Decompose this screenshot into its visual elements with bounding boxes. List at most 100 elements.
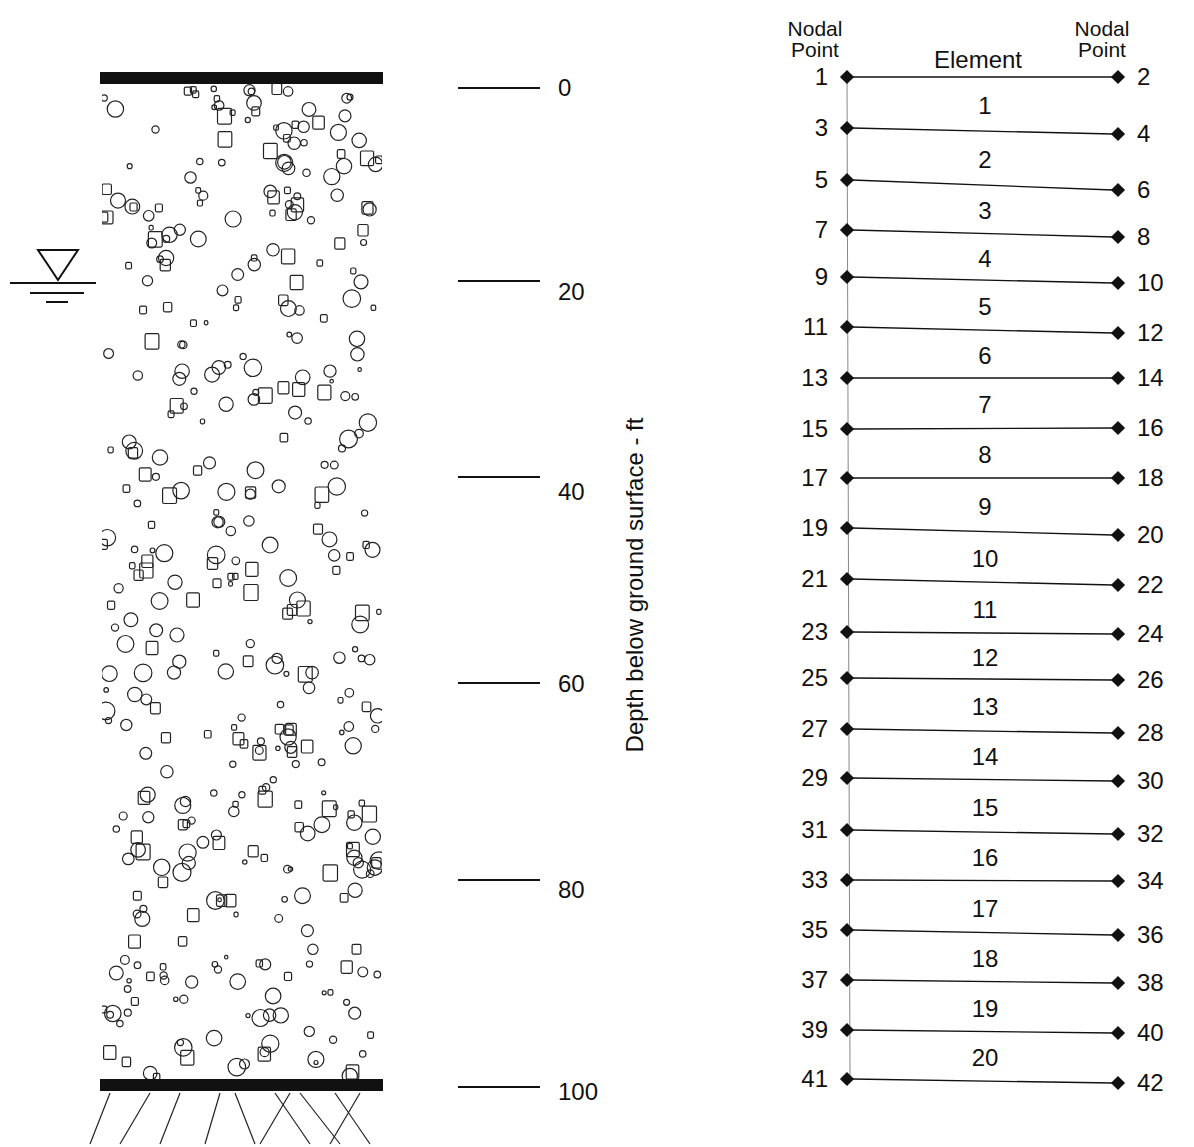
gravel-particle xyxy=(328,478,345,495)
nodal-point-marker xyxy=(840,823,854,837)
gravel-particle xyxy=(179,844,196,861)
gravel-particle xyxy=(323,865,337,881)
element-number: 12 xyxy=(972,645,999,671)
nodal-point-number: 33 xyxy=(801,867,828,893)
gravel-particle xyxy=(167,666,180,679)
nodal-point: 21 xyxy=(801,566,852,592)
gravel-particle xyxy=(355,429,364,438)
gravel-particle xyxy=(301,740,313,753)
gravel-particle xyxy=(265,988,281,1004)
nodal-point-number: 32 xyxy=(1137,821,1164,847)
gravel-particle xyxy=(292,333,303,344)
nodal-point-number: 35 xyxy=(801,917,828,943)
gravel-particle xyxy=(282,897,288,903)
nodal-point: 25 xyxy=(801,665,852,691)
gravel-particle xyxy=(368,1032,374,1039)
nodal-point-number: 25 xyxy=(801,665,828,691)
nodal-point-number: 20 xyxy=(1137,522,1164,548)
gravel-particle xyxy=(207,558,217,570)
nodal-point-number: 34 xyxy=(1137,868,1164,894)
element-number: 4 xyxy=(978,246,991,272)
nodal-point: 30 xyxy=(1113,768,1164,794)
gravel-particle xyxy=(264,143,278,158)
gravel-particle xyxy=(111,193,126,208)
gravel-particle xyxy=(335,238,345,249)
gravel-particle xyxy=(218,132,232,147)
gravel-particle xyxy=(253,745,266,760)
gravel-particle xyxy=(306,666,319,679)
gravel-particle xyxy=(173,863,191,881)
gravel-particle xyxy=(181,403,188,410)
gravel-particle xyxy=(272,480,285,493)
gravel-particle xyxy=(314,817,330,833)
gravel-particle xyxy=(365,542,380,557)
gravel-particle xyxy=(218,898,221,902)
gravel-particle xyxy=(191,388,197,394)
gravel-particle xyxy=(230,110,235,116)
gravel-particle xyxy=(282,249,295,264)
nodal-point-marker xyxy=(1111,726,1125,740)
gravel-particle xyxy=(244,359,261,376)
nodal-point: 10 xyxy=(1113,270,1164,296)
gravel-particle xyxy=(239,792,245,798)
gravel-particle xyxy=(173,482,190,499)
gravel-particle xyxy=(345,738,361,754)
nodal-point-number: 8 xyxy=(1137,224,1150,250)
gravel-particle xyxy=(348,843,353,849)
gravel-particle xyxy=(285,741,297,753)
gravel-particle xyxy=(240,1059,250,1069)
nodal-point-marker xyxy=(840,572,854,586)
gravel-particle xyxy=(109,966,123,980)
gravel-particle xyxy=(285,187,291,194)
nodal-point: 18 xyxy=(1113,465,1164,491)
nodal-point: 42 xyxy=(1113,1070,1164,1096)
gravel-particle xyxy=(191,320,197,327)
gravel-particle xyxy=(211,830,221,840)
gravel-particle xyxy=(121,956,130,965)
nodal-point: 41 xyxy=(801,1066,852,1092)
nodal-point-number: 7 xyxy=(815,217,828,243)
gravel-particle xyxy=(143,211,154,222)
gravel-particle xyxy=(123,853,135,865)
gravel-particle xyxy=(360,1051,366,1057)
gravel-particle xyxy=(247,462,264,479)
gravel-particle xyxy=(234,305,239,311)
element-line xyxy=(852,778,1113,781)
gravel-particle xyxy=(366,870,374,878)
element-line xyxy=(852,428,1113,429)
element-number: 2 xyxy=(978,147,991,173)
nodal-point-marker xyxy=(840,923,854,937)
gravel-particle xyxy=(235,297,241,304)
hatch-stroke xyxy=(330,1093,360,1144)
gravel-particle xyxy=(194,466,202,475)
nodal-point-number: 27 xyxy=(801,716,828,742)
nodal-point-marker xyxy=(840,625,854,639)
gravel-particle xyxy=(322,791,326,795)
element-line xyxy=(852,880,1113,881)
gravel-particle xyxy=(188,909,200,922)
hatch-stroke xyxy=(120,1093,150,1144)
gravel-particle xyxy=(214,101,224,111)
nodal-point-number: 41 xyxy=(801,1066,828,1092)
nodal-point-number: 31 xyxy=(801,817,828,843)
gravel-particle xyxy=(370,709,382,723)
gravel-particle xyxy=(362,202,373,215)
gravel-particle xyxy=(298,121,309,132)
element-number: 7 xyxy=(978,392,991,418)
element-number: 6 xyxy=(978,343,991,369)
nodal-point-marker xyxy=(840,521,854,535)
nodal-point-marker xyxy=(1111,371,1125,385)
nodal-point-marker xyxy=(840,771,854,785)
gravel-particle xyxy=(291,198,303,212)
gravel-particle xyxy=(252,1010,269,1027)
gravel-particle xyxy=(168,575,182,589)
bedrock-bar xyxy=(100,1079,383,1091)
gravel-particle xyxy=(131,998,138,1006)
gravel-particle xyxy=(178,341,185,348)
nodal-point-number: 3 xyxy=(815,115,828,141)
nodal-point: 28 xyxy=(1113,720,1164,746)
gravel-particle xyxy=(303,169,310,176)
hatch-stroke xyxy=(90,1093,110,1144)
gravel-particle xyxy=(290,275,303,289)
gravel-particle xyxy=(102,666,117,682)
